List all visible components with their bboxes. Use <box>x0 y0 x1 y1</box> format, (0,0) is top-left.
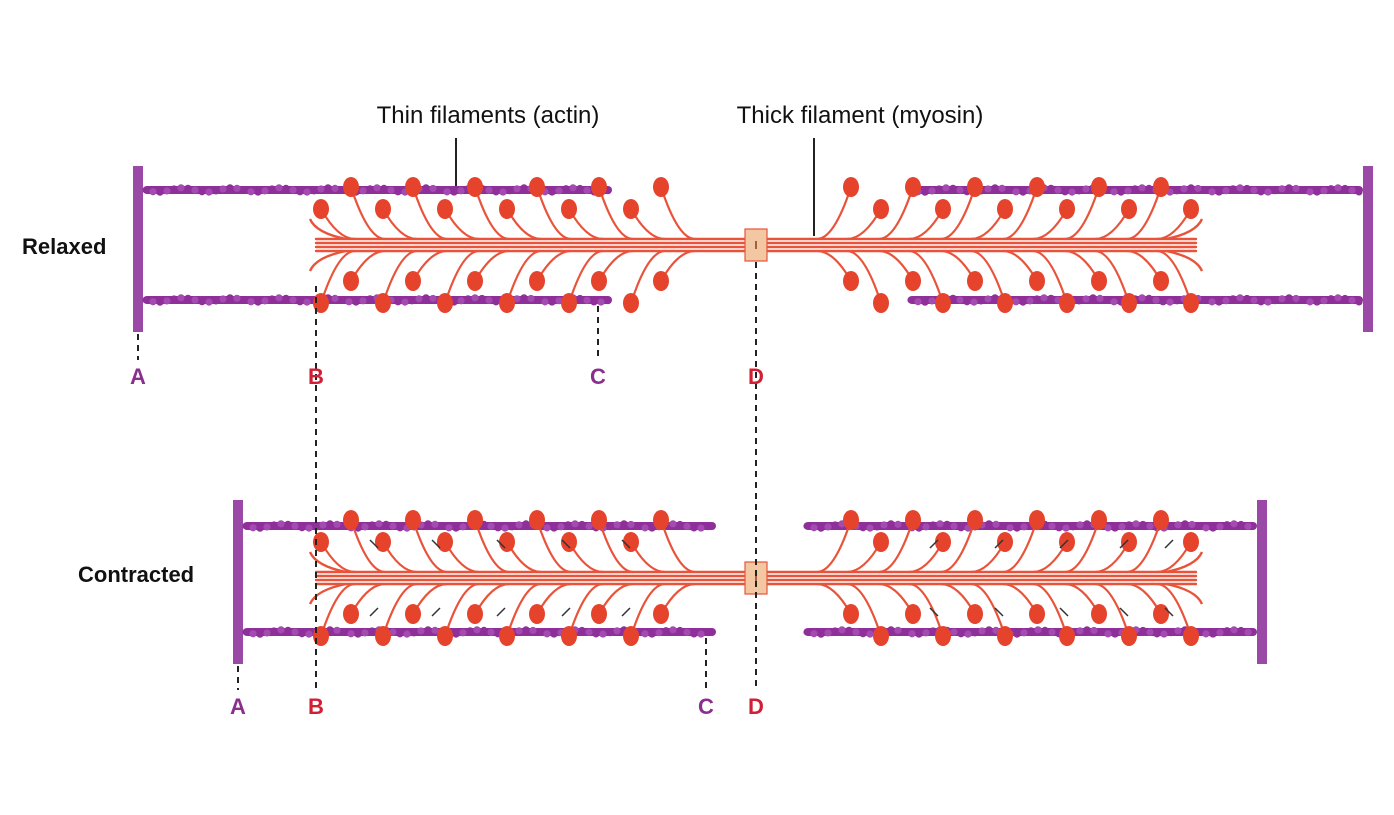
relaxed-myosin-right-half <box>754 177 1204 313</box>
contracted-marker-a: A <box>230 694 246 719</box>
thick-filament-label: Thick filament (myosin) <box>737 102 984 129</box>
relaxed-marker-c: C <box>590 364 606 389</box>
contracted-actin-bottom-left <box>242 626 716 638</box>
contracted-sliding-arrows <box>369 539 1174 617</box>
contracted-marker-c: C <box>698 694 714 719</box>
thin-filaments-label: Thin filaments (actin) <box>377 102 600 129</box>
relaxed-z-line-left <box>133 166 143 332</box>
contracted-myosin-left-half <box>308 510 758 646</box>
relaxed-marker-b: B <box>308 364 324 389</box>
relaxed-myosin-left-half <box>308 177 758 313</box>
contracted-z-line-left <box>233 500 243 664</box>
relaxed-actin-bottom-left <box>142 294 612 306</box>
relaxed-z-line-right <box>1363 166 1373 332</box>
relaxed-marker-a: A <box>130 364 146 389</box>
contracted-marker-d: D <box>748 694 764 719</box>
contracted-myosin-right-half <box>754 510 1204 646</box>
dashed-guide-lines <box>137 262 757 690</box>
contracted-sarcomere <box>233 500 1267 664</box>
relaxed-actin-top-left <box>142 184 612 196</box>
relaxed-sarcomere <box>133 166 1373 332</box>
contracted-state-label: Contracted <box>78 562 194 587</box>
relaxed-marker-d: D <box>748 364 764 389</box>
relaxed-state-label: Relaxed <box>22 234 106 259</box>
contracted-marker-b: B <box>308 694 324 719</box>
contracted-z-line-right <box>1257 500 1267 664</box>
